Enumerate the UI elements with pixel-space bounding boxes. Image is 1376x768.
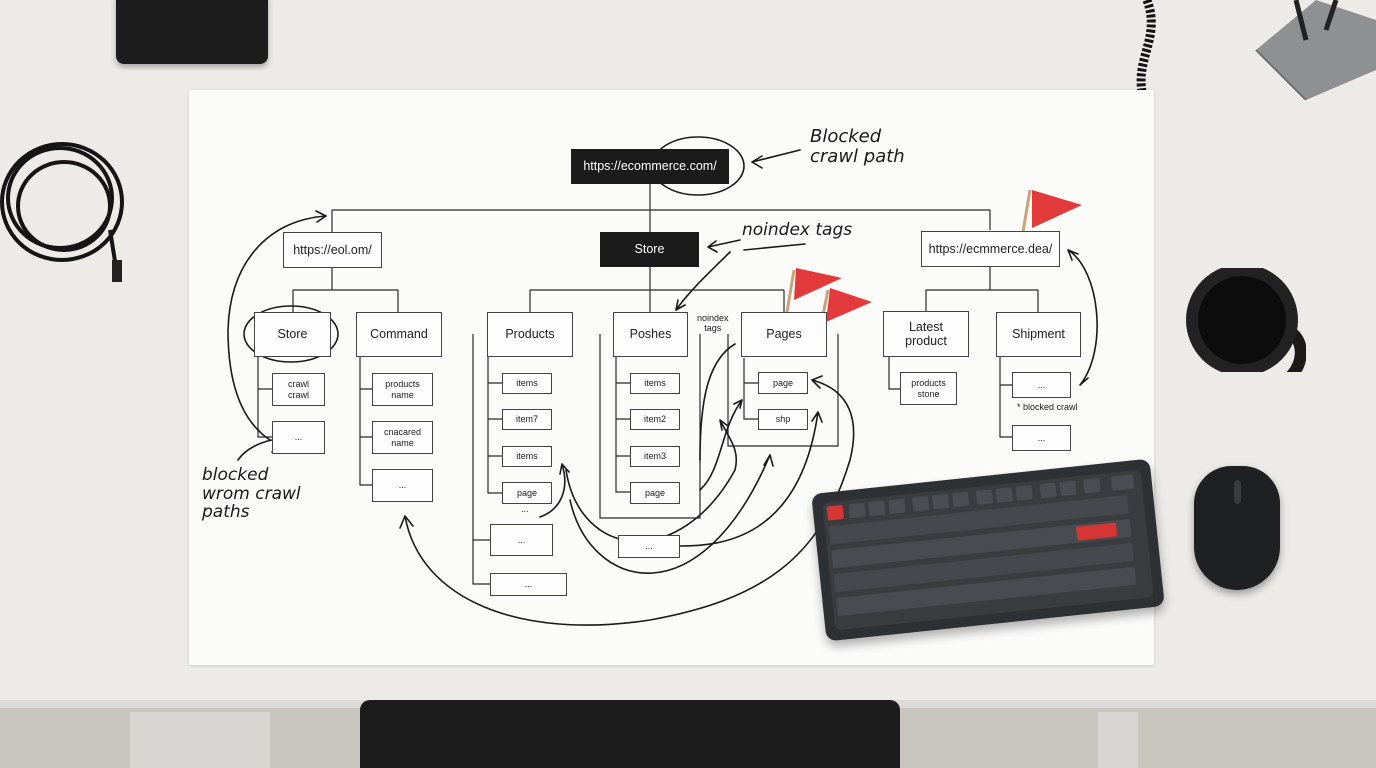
category-pages: Pages [741, 312, 827, 357]
annotation-blocked-crawl-path: Blocked crawl path [810, 126, 905, 167]
desk-leg-right [1098, 712, 1138, 768]
category-poshes: Poshes [613, 312, 688, 357]
shipment-leaf-more-1: ... [1012, 372, 1071, 398]
command-leaf-more: ... [372, 469, 433, 502]
level1-node-store: Store [600, 232, 699, 267]
pen-holder-icon [1255, 0, 1376, 100]
category-products: Products [487, 312, 573, 357]
products-leaf-more-2: ... [490, 573, 567, 596]
poshes-leaf-more: ... [618, 535, 680, 558]
poshes-leaf-item2: item2 [630, 409, 680, 430]
poshes-leaf-items: items [630, 373, 680, 394]
products-leaf-ellipsis: ... [521, 504, 529, 514]
root-url-node: https://ecommerce.com/ [571, 149, 729, 184]
annotation-noindex-tags: noindex tags [742, 220, 853, 240]
command-leaf-cnacared-name: cnacared name [372, 421, 433, 454]
store-leaf-crawl: crawl crawl [272, 373, 325, 406]
chair-back [360, 700, 900, 768]
latest-leaf-products-stone: products stone [900, 372, 957, 405]
products-leaf-items: items [502, 373, 552, 394]
poshes-leaf-page: page [630, 482, 680, 504]
computer-mouse [1194, 466, 1280, 590]
category-latest-product: Latest product [883, 311, 969, 357]
category-store: Store [254, 312, 331, 357]
pages-leaf-shp: shp [758, 409, 808, 430]
level1-node-ecmmerce: https://ecmmerce.dea/ [921, 231, 1060, 267]
pages-leaf-page: page [758, 372, 808, 394]
products-leaf-items-2: items [502, 446, 552, 467]
poshes-leaf-item3: item3 [630, 446, 680, 467]
annotation-noindex-small: noindex tags [697, 313, 729, 333]
products-leaf-item7: item7 [502, 409, 552, 430]
coffee-mug-icon [1186, 268, 1306, 372]
category-shipment: Shipment [996, 312, 1081, 357]
products-leaf-more-1: ... [490, 524, 553, 556]
phone-stand [116, 0, 268, 64]
products-leaf-page: page [502, 482, 552, 504]
keyboard-keys-icon [826, 474, 1137, 616]
annotation-blocked-crawl-small: * blocked crawl [1017, 402, 1078, 412]
command-leaf-products-name: products name [372, 373, 433, 406]
level1-node-eol: https://eol.om/ [283, 232, 382, 268]
desk-leg-left [130, 712, 270, 768]
cable-coil-icon [0, 142, 124, 282]
mechanical-keyboard [811, 458, 1165, 642]
shipment-leaf-more-2: ... [1012, 425, 1071, 451]
annotation-blocked-from-crawl: blocked wrom crawl paths [202, 465, 301, 523]
category-command: Command [356, 312, 442, 357]
store-leaf-more: ... [272, 421, 325, 454]
